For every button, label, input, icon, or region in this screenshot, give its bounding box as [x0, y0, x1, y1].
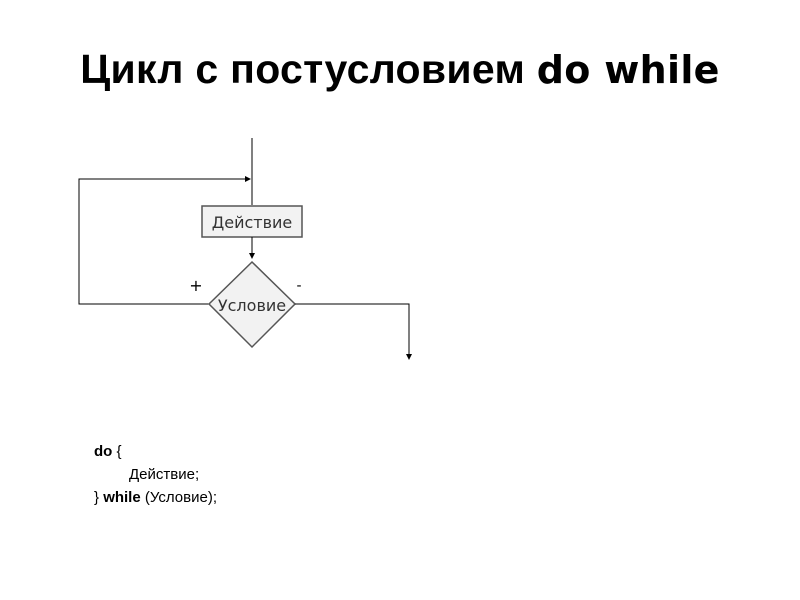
- code-keyword-while: while: [103, 489, 141, 506]
- code-line-3-pre: }: [94, 489, 104, 506]
- condition-label: Условие: [218, 296, 286, 315]
- code-line-1: do {: [94, 440, 217, 463]
- code-line-3: } while (Условие);: [94, 486, 217, 509]
- code-block: do { Действие; } while (Условие);: [94, 440, 217, 509]
- exit-line: [295, 303, 412, 360]
- code-line-1-rest: {: [112, 443, 122, 460]
- true-branch-label: +: [189, 276, 202, 295]
- false-branch-label: -: [296, 278, 301, 294]
- title-main: Цикл с постусловием: [80, 46, 526, 92]
- loop-back-line: [78, 176, 251, 305]
- condition-diamond: [207, 260, 297, 349]
- title-keyword: do while: [536, 48, 720, 92]
- slide-title: Цикл с постусловием do while: [0, 46, 800, 93]
- code-keyword-do: do: [94, 443, 113, 460]
- action-label: Действие: [212, 213, 293, 232]
- code-line-2: Действие;: [129, 466, 200, 483]
- code-line-3-rest: (Условие);: [140, 489, 218, 506]
